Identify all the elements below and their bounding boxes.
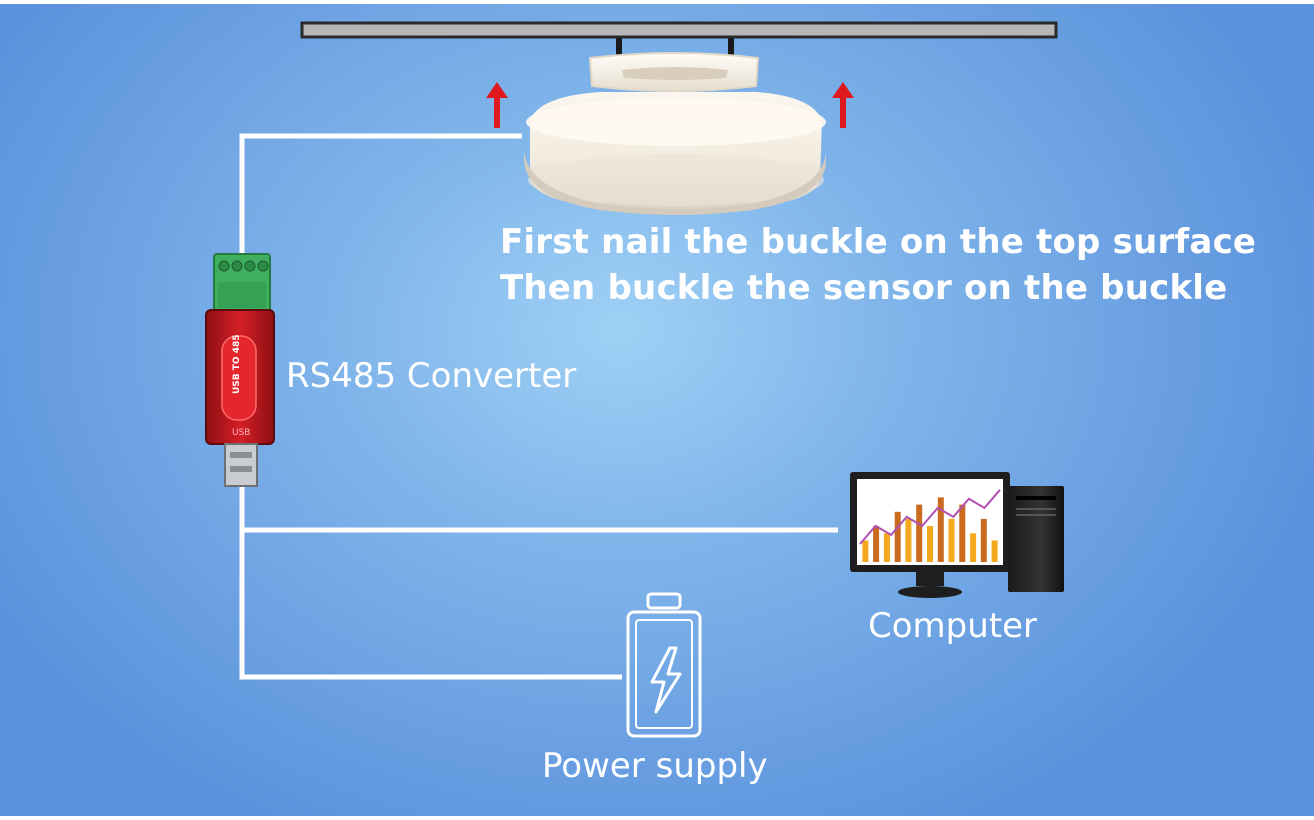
ceiling-rail (300, 21, 1058, 39)
label-rs485-converter: RS485 Converter (286, 356, 577, 396)
monitor-chart-bar (948, 518, 955, 562)
monitor-chart-bar (970, 533, 977, 562)
monitor-chart-bar (862, 540, 869, 562)
monitor-chart-bar (883, 533, 890, 562)
monitor-chart-bar (916, 504, 923, 562)
rs485-converter (205, 253, 275, 487)
monitor-chart-line (859, 489, 1001, 545)
monitor-chart-bar (905, 518, 912, 562)
label-power-supply: Power supply (542, 746, 768, 786)
ceiling-bracket (588, 38, 760, 92)
monitor-chart-bar (959, 504, 966, 562)
monitor-chart-bar (873, 526, 880, 562)
battery-icon (626, 592, 702, 738)
up-arrow-icon (832, 82, 854, 128)
instruction-line-1: First nail the buckle on the top surface (500, 222, 1257, 262)
pc-tower-icon (1008, 486, 1064, 592)
monitor-chart-bar (991, 540, 998, 562)
lightning-icon (650, 646, 682, 714)
monitor-chart-bar (927, 526, 933, 562)
label-computer: Computer (868, 606, 1038, 646)
up-arrow-icon (486, 82, 508, 128)
wire-sensor-to-converter (239, 133, 522, 258)
converter-print-usb: USB (232, 428, 251, 438)
monitor-chart-bar (894, 511, 901, 562)
computer-monitor-icon (850, 472, 1010, 598)
wire-converter-trunk (239, 485, 622, 680)
converter-print-title: USB TO 485 (232, 334, 242, 395)
usb-plug (224, 443, 258, 487)
monitor-chart-bar (937, 497, 944, 562)
sensor-dome (524, 92, 826, 215)
instruction-line-2: Then buckle the sensor on the buckle (500, 268, 1228, 308)
wiring (239, 133, 838, 680)
monitor-chart (859, 489, 1001, 562)
monitor-chart-bar (980, 518, 987, 562)
